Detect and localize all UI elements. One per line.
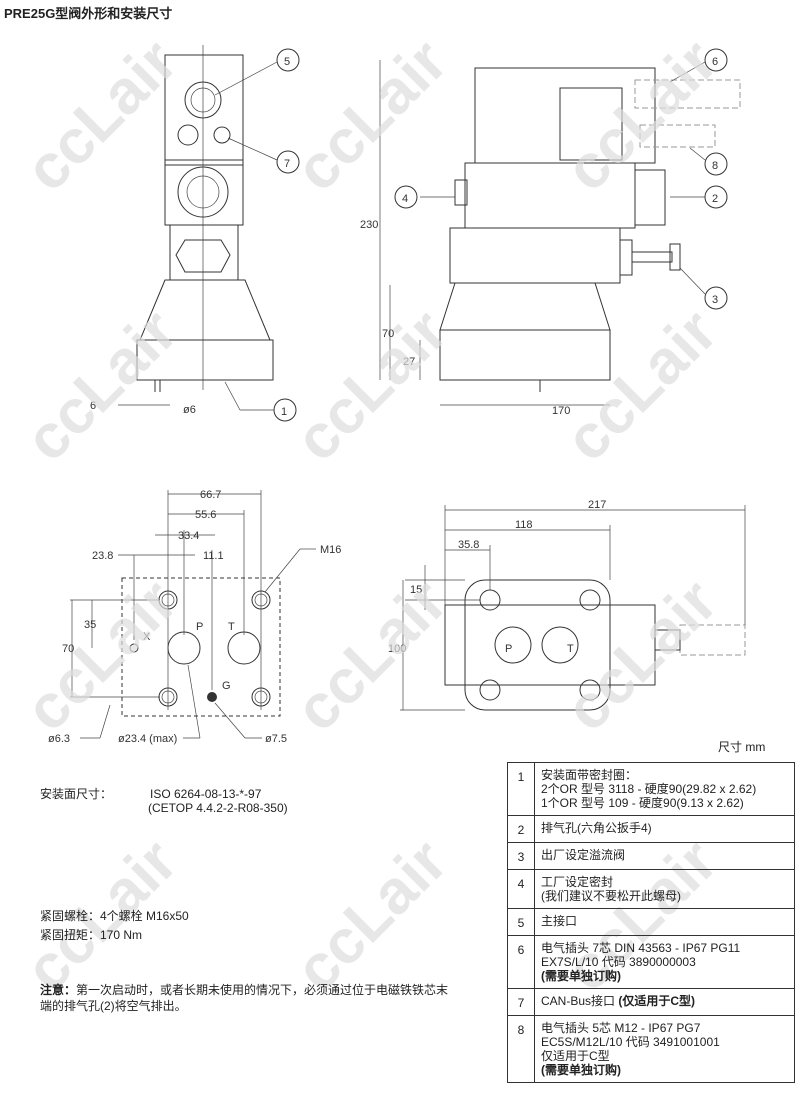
svg-text:15: 15	[410, 584, 422, 596]
svg-text:T: T	[567, 643, 574, 655]
svg-text:ø7.5: ø7.5	[265, 733, 287, 745]
note-label: 注意：	[40, 983, 77, 997]
svg-text:11.1: 11.1	[203, 550, 224, 562]
unit-label: 尺寸 mm	[718, 740, 766, 754]
svg-text:230: 230	[360, 219, 378, 231]
torque-spec: 紧固扭矩：170 Nm	[40, 928, 143, 942]
svg-text:70: 70	[62, 643, 74, 655]
svg-text:6: 6	[90, 400, 96, 412]
svg-text:P: P	[505, 643, 512, 655]
svg-text:33.4: 33.4	[178, 530, 199, 542]
mounting-surface-view: 66.7 55.6 33.4 23.8 11.1 M16 70 35 X P T…	[48, 489, 341, 745]
svg-text:100: 100	[388, 643, 406, 655]
note-text: 第一次启动时，或者长期未使用的情况下，必须通过位于电磁铁铁芯末端的排气孔(2)将…	[40, 983, 449, 1013]
svg-text:M16: M16	[320, 544, 341, 556]
svg-text:8: 8	[712, 160, 718, 172]
svg-text:P: P	[196, 621, 203, 633]
svg-text:27: 27	[403, 356, 415, 368]
svg-text:6: 6	[712, 56, 718, 68]
svg-text:ø6: ø6	[183, 404, 196, 416]
front-view: 5 7 1 6 ø6	[90, 45, 300, 422]
bolts-spec: 紧固螺栓：4个螺栓 M16x50	[40, 909, 189, 923]
svg-text:5: 5	[284, 56, 290, 68]
side-view: 230 70 27 170 4 2 6 8 3	[360, 48, 741, 417]
svg-text:7: 7	[284, 158, 290, 170]
svg-text:ø6.3: ø6.3	[48, 733, 70, 745]
svg-text:35.8: 35.8	[458, 539, 479, 551]
mount-value-2: (CETOP 4.4.2-2-R08-350)	[148, 801, 288, 815]
mount-value-1: ISO 6264-08-13-*-97	[150, 787, 262, 801]
svg-text:217: 217	[588, 499, 606, 511]
svg-text:T: T	[228, 621, 235, 633]
svg-text:ø23.4 (max): ø23.4 (max)	[118, 733, 177, 745]
svg-text:3: 3	[712, 294, 718, 306]
svg-text:1: 1	[281, 406, 287, 418]
mount-label: 安装面尺寸：	[40, 787, 113, 801]
technical-drawings: 5 7 1 6 ø6 230 70 27 170 4 2 6 8	[48, 45, 746, 745]
svg-text:70: 70	[382, 328, 394, 340]
svg-text:X: X	[143, 631, 151, 643]
svg-text:2: 2	[712, 193, 718, 205]
svg-text:55.6: 55.6	[195, 509, 216, 521]
top-view: P T 217 118 35.8 15 100	[388, 499, 746, 711]
watermark: ccLair	[282, 826, 461, 1005]
page-title: PRE25G型阀外形和安装尺寸	[4, 6, 173, 21]
note: 注意：第一次启动时，或者长期未使用的情况下，必须通过位于电磁铁铁芯末端的排气孔(…	[40, 982, 460, 1014]
svg-text:35: 35	[84, 619, 96, 631]
svg-text:170: 170	[552, 405, 570, 417]
svg-text:G: G	[222, 680, 231, 692]
svg-text:66.7: 66.7	[200, 489, 221, 501]
svg-text:118: 118	[515, 519, 533, 531]
svg-text:4: 4	[402, 193, 408, 205]
svg-text:23.8: 23.8	[92, 550, 113, 562]
